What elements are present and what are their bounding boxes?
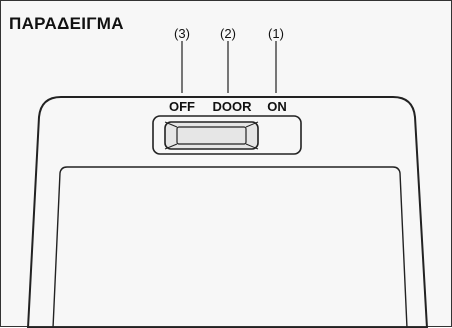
switch-bezel: [152, 115, 302, 155]
position-label-off: OFF: [169, 99, 195, 114]
light-housing: [26, 96, 429, 328]
lens-panel: [52, 166, 408, 328]
position-label-door: DOOR: [213, 99, 253, 114]
example-heading: ΠΑΡΑΔΕΙΓΜΑ: [9, 14, 124, 33]
callout-number-on: (1): [268, 26, 284, 41]
slide-switch: [164, 121, 259, 150]
position-label-on: ON: [267, 99, 287, 114]
callout-number-off: (3): [174, 26, 190, 41]
callout-number-door: (2): [220, 26, 236, 41]
